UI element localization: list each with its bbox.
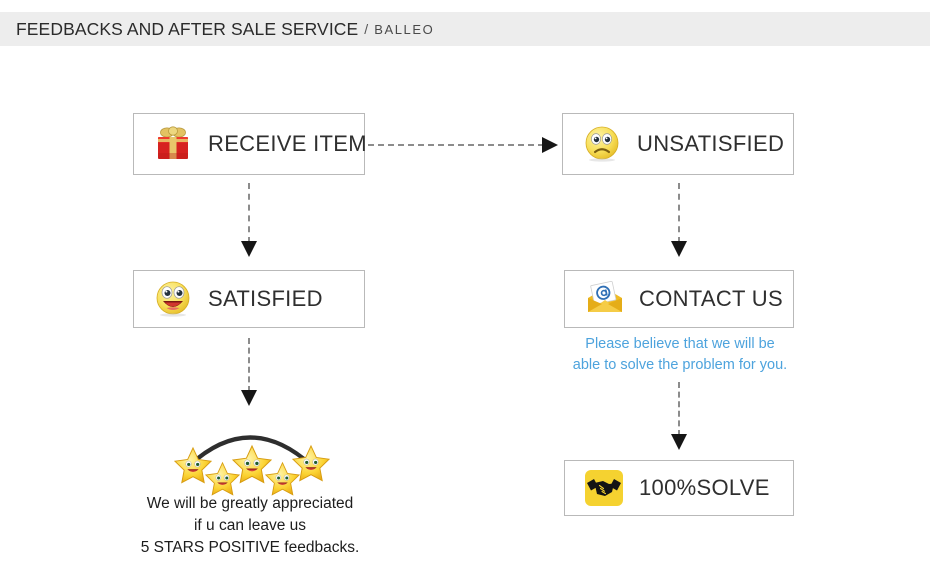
rating-arc-icon [187,435,314,468]
brand-name: BALLEO [374,21,435,37]
connector-line [368,144,544,146]
contact-note-line-1: Please believe that we will be [585,336,775,352]
connector-receive-to-unsatisfied [368,136,558,154]
connector-receive-to-satisfied [240,183,258,257]
feedback-line-1: We will be greatly appreciated [146,495,354,512]
feedback-line-2: if u can leave us [193,517,306,534]
page-title: FEEDBACKS AND AFTER SALE SERVICE [16,18,359,39]
smiling-star-icon [173,446,213,489]
smiling-star-icon [264,461,301,501]
header-separator: / [364,21,369,37]
gift-box-icon [152,123,194,165]
connector-line [248,338,250,392]
arrow-head-icon [671,434,687,450]
flow-node-label: UNSATISFIED [637,131,785,156]
flow-node-contact-us[interactable]: CONTACT US [564,270,794,328]
flow-node-label: RECEIVE ITEM [208,131,367,156]
connector-line [248,183,250,243]
connector-contact-to-solve [670,382,688,450]
five-star-rating-graphic [168,408,333,496]
smiling-star-icon [231,444,273,489]
feedback-request-text: We will be greatly appreciated if u can … [100,493,400,559]
flow-node-satisfied[interactable]: SATISFIED [133,270,365,328]
connector-unsatisfied-to-contact [670,183,688,257]
flow-node-label: CONTACT US [639,286,783,311]
arrow-head-icon [671,241,687,257]
flow-node-unsatisfied[interactable]: UNSATISFIED [562,113,794,175]
arrow-head-icon [241,390,257,406]
contact-reassurance-note: Please believe that we will be able to s… [540,334,820,376]
happy-face-icon [152,278,194,320]
arrow-head-icon [542,137,558,153]
connector-line [678,382,680,436]
connector-satisfied-to-stars [240,338,258,406]
smiling-star-icon [291,444,331,487]
smiling-star-icon [204,461,241,501]
handshake-icon [583,467,625,509]
email-envelope-icon [583,278,625,320]
sad-face-icon [581,123,623,165]
page-header: FEEDBACKS AND AFTER SALE SERVICE / BALLE… [0,12,930,46]
arrow-head-icon [241,241,257,257]
contact-note-line-2: able to solve the problem for you. [572,357,788,373]
connector-line [678,183,680,243]
flow-node-solve[interactable]: 100%SOLVE [564,460,794,516]
flow-node-receive-item[interactable]: RECEIVE ITEM [133,113,367,175]
flow-node-label: SATISFIED [208,286,323,311]
flow-node-label: 100%SOLVE [639,475,770,500]
feedback-line-3: 5 STARS POSITIVE feedbacks. [140,539,360,556]
